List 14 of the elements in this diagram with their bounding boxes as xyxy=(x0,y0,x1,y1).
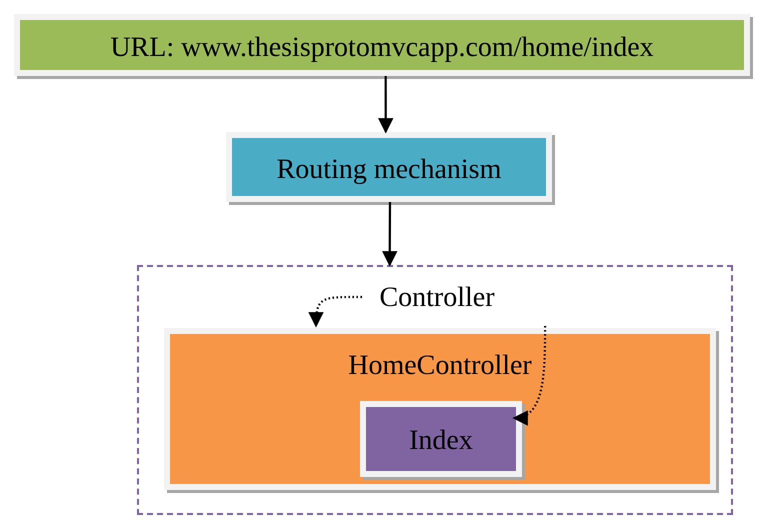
dotted-arrow xyxy=(308,296,362,328)
process-box xyxy=(360,401,522,477)
controller-label: Controller xyxy=(378,282,496,314)
process-box xyxy=(226,132,552,202)
dashed-boundary xyxy=(137,265,733,515)
url-bar xyxy=(14,14,750,76)
node-label: HomeController xyxy=(347,350,533,382)
node-label: Index xyxy=(408,425,474,457)
dotted-arrow xyxy=(512,326,546,424)
node-label: Routing mechanism xyxy=(276,154,502,186)
node-label: URL: www.thesisprotomvcapp.com/home/index xyxy=(109,32,655,64)
process-box xyxy=(164,328,716,490)
arrow xyxy=(382,202,398,267)
arrow xyxy=(378,76,394,134)
